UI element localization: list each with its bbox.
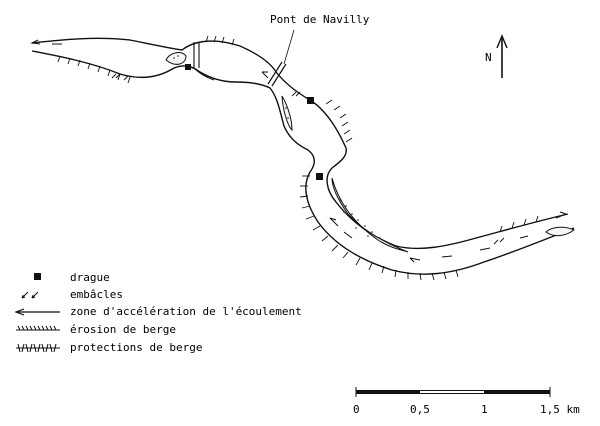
bank-erosion	[205, 35, 353, 143]
bridge-label: Pont de Navilly	[270, 13, 370, 26]
legend-symbol-erosion	[16, 325, 60, 331]
north-arrow: N	[485, 34, 508, 78]
scale-label-05: 0,5	[410, 403, 430, 416]
dredge-marker	[307, 97, 314, 104]
dredging-sites	[185, 64, 323, 180]
legend-label-acceleration: zone d'accélération de l'écoulement	[70, 305, 302, 318]
river-bank-north	[31, 37, 569, 250]
scale-bar: 0 0,5 1 1,5 km	[353, 387, 580, 416]
sand-bars	[165, 52, 575, 253]
bridge-label-leader	[283, 29, 295, 65]
sand-bar-bend	[331, 177, 409, 253]
side-channel	[193, 42, 215, 81]
sand-bar-upstream	[165, 52, 187, 65]
legend-label-protections: protections de berge	[70, 341, 202, 354]
legend-label-drague: drague	[70, 271, 110, 284]
scale-label-15: 1,5 km	[540, 403, 580, 416]
river-bank-south	[31, 50, 575, 275]
sand-bar-middle	[281, 95, 293, 132]
dredge-marker	[316, 173, 323, 180]
sand-bar-downstream	[545, 226, 575, 237]
sand-texture	[173, 55, 391, 245]
legend-label-embacles: embâcles	[70, 288, 123, 301]
bank-protections	[57, 55, 539, 281]
legend-symbol-drague	[34, 273, 41, 280]
legend-label-erosion: érosion de berge	[70, 323, 176, 336]
north-label: N	[485, 51, 492, 64]
log-jams	[111, 73, 505, 245]
flow-arrows	[30, 39, 567, 263]
legend-symbol-embacles	[21, 291, 39, 299]
scale-label-1: 1	[481, 403, 488, 416]
legend-symbol-protections	[16, 343, 60, 353]
bridge	[267, 29, 295, 87]
scale-label-0: 0	[353, 403, 360, 416]
river-channel	[31, 37, 575, 275]
dredge-marker	[185, 64, 191, 70]
legend: drague embâcles zone d'accélération de l…	[14, 271, 302, 354]
legend-symbol-acceleration	[14, 308, 60, 316]
